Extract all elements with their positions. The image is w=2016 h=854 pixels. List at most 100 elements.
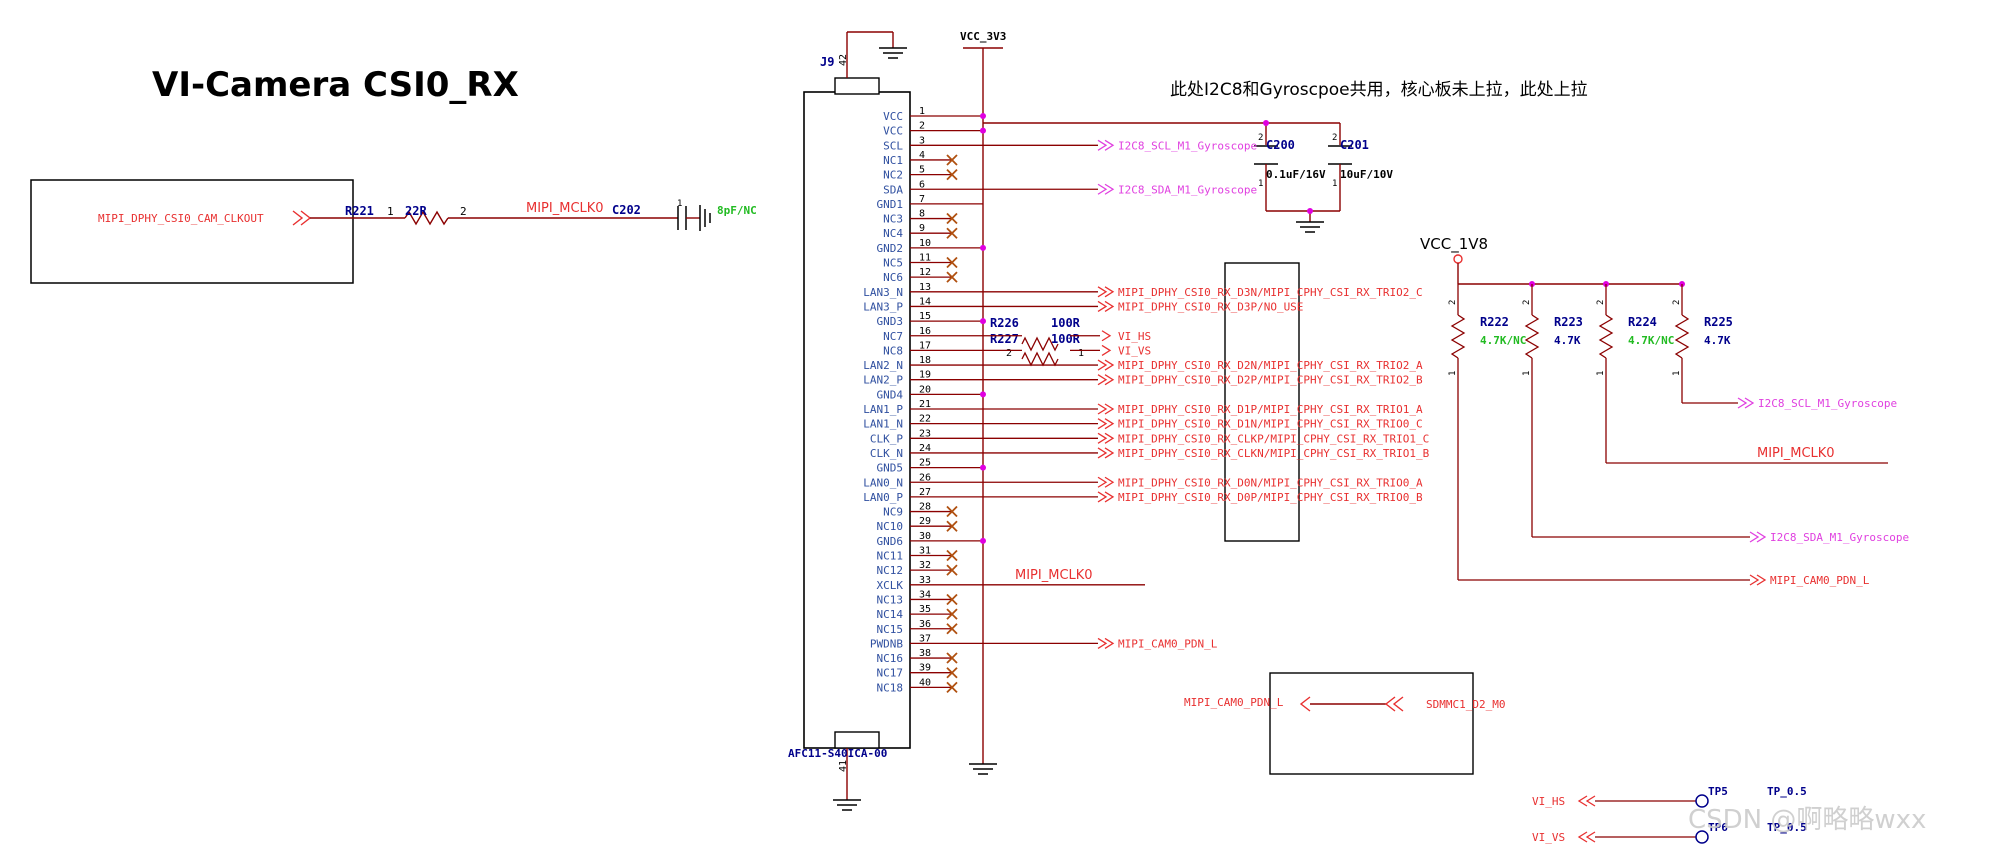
no-connect-icon [946,168,958,181]
no-connect-icon [946,520,958,532]
net-label: I2C8_SCL_M1_Gyroscope [1118,139,1257,152]
junction [1263,120,1269,126]
c201-pin-b: 1 [1332,179,1337,189]
xclk-net-label: MIPI_MCLK0 [1015,568,1093,583]
pin-number: 14 [919,296,931,307]
net-label: MIPI_DPHY_CSI0_RX_CLKN/MIPI_CPHY_CSI_RX_… [1118,447,1430,460]
pullup-net-label: MIPI_MCLK0 [1757,446,1835,461]
net-arrow-icon [1299,696,1311,712]
no-connect-icon [946,593,958,606]
pin-number: 35 [919,604,931,615]
pin-number: 4 [919,150,925,161]
net-arrow-icon [1097,359,1115,371]
tp-ref: TP5 [1708,785,1728,798]
pullup-pin-b: 1 [1448,371,1458,376]
net-arrow-icon [1097,286,1115,298]
clock-out-net-label: MIPI_DPHY_CSI0_CAM_CLKOUT [98,212,264,225]
pullup-resistors: 21R2224.7K/NCMIPI_CAM0_PDN_L21R2234.7KI2… [1448,281,1909,587]
pullup-value: 4.7K [1554,334,1581,347]
connector-bottom-pin: 41 [838,760,849,772]
pullup-pin-a: 2 [1672,300,1682,305]
pin-name: NC2 [883,169,903,182]
net-label: MIPI_DPHY_CSI0_RX_D3P/NO_USE [1118,300,1303,313]
net-label: MIPI_DPHY_CSI0_RX_D2N/MIPI_CPHY_CSI_RX_T… [1118,359,1423,372]
net-arrow-icon [1577,795,1596,807]
junction [980,127,986,134]
c202-value: 8pF/NC [717,204,757,217]
pin-name: NC3 [883,213,903,226]
pin-number: 22 [919,414,931,425]
net-label: VI_VS [1118,344,1151,357]
vcc1v8-label: VCC_1V8 [1420,235,1488,254]
ground-icon [833,799,861,811]
pin-name: NC5 [883,257,903,270]
pin-number: 10 [919,238,931,249]
junction [980,464,986,471]
net-arrow-icon [1097,183,1115,195]
pin-number: 27 [919,487,931,498]
net-arrow-icon [1749,574,1767,586]
pin-number: 23 [919,428,931,439]
clock-out-frame [30,179,354,284]
pullup-value: 4.7K [1704,334,1731,347]
net-label: MIPI_DPHY_CSI0_RX_D2P/MIPI_CPHY_CSI_RX_T… [1118,374,1423,387]
net-arrow-icon [1737,397,1755,409]
net-label: MIPI_DPHY_CSI0_RX_CLKP/MIPI_CPHY_CSI_RX_… [1118,432,1429,445]
net-arrow-icon [1097,139,1115,151]
pin-name: LAN2_P [863,374,903,387]
pullup-ref: R224 [1628,315,1657,329]
net-arrow-icon [1097,637,1115,649]
junction [1307,208,1313,214]
test-point-icon [1695,794,1709,808]
pin-name: NC15 [877,623,904,636]
pin-number: 17 [919,340,931,351]
no-connect-icon [946,681,958,693]
pin-number: 2 [919,121,925,132]
tp-net-label: VI_HS [1532,795,1565,808]
r227-value: 100R [1051,332,1081,346]
pin-number: 16 [919,326,931,337]
net-label: VI_HS [1118,330,1151,343]
ground-icon [879,47,907,59]
ground-icon [969,763,997,775]
pullup-ref: R223 [1554,315,1583,329]
net-arrow-icon [1097,491,1115,503]
pin-number: 19 [919,370,931,381]
connector-pin: NC2 5 [883,165,958,182]
no-connect-icon [946,154,958,166]
pin-number: 5 [919,165,925,176]
connector-pin: NC7 16 VI_HS [883,326,1151,343]
pin-name: NC7 [883,330,903,343]
pin-name: NC12 [877,564,904,577]
tp-net-label: VI_VS [1532,831,1565,844]
pin-name: SCL [883,139,903,152]
net-arrow-icon [1749,531,1767,543]
watermark: CSDN @啊略略wxx [1688,805,1926,835]
resistor-icon [1021,336,1059,352]
c201-ref: C201 [1340,138,1369,152]
connector-tab-top [834,77,880,95]
pullup-net-label: MIPI_CAM0_PDN_L [1770,574,1870,587]
pin-name: NC11 [877,550,904,563]
c201-value: 10uF/10V [1340,168,1393,181]
r221-value: 22R [405,204,427,218]
pin-number: 13 [919,282,931,293]
pin-number: 31 [919,546,931,557]
pin-name: GND1 [877,198,904,211]
pin-number: 11 [919,253,931,264]
connector-part: AFC11-S40ICA-00 [788,747,887,760]
pin-name: LAN1_N [863,418,903,431]
no-connect-icon [946,271,958,283]
pin-number: 37 [919,633,931,644]
